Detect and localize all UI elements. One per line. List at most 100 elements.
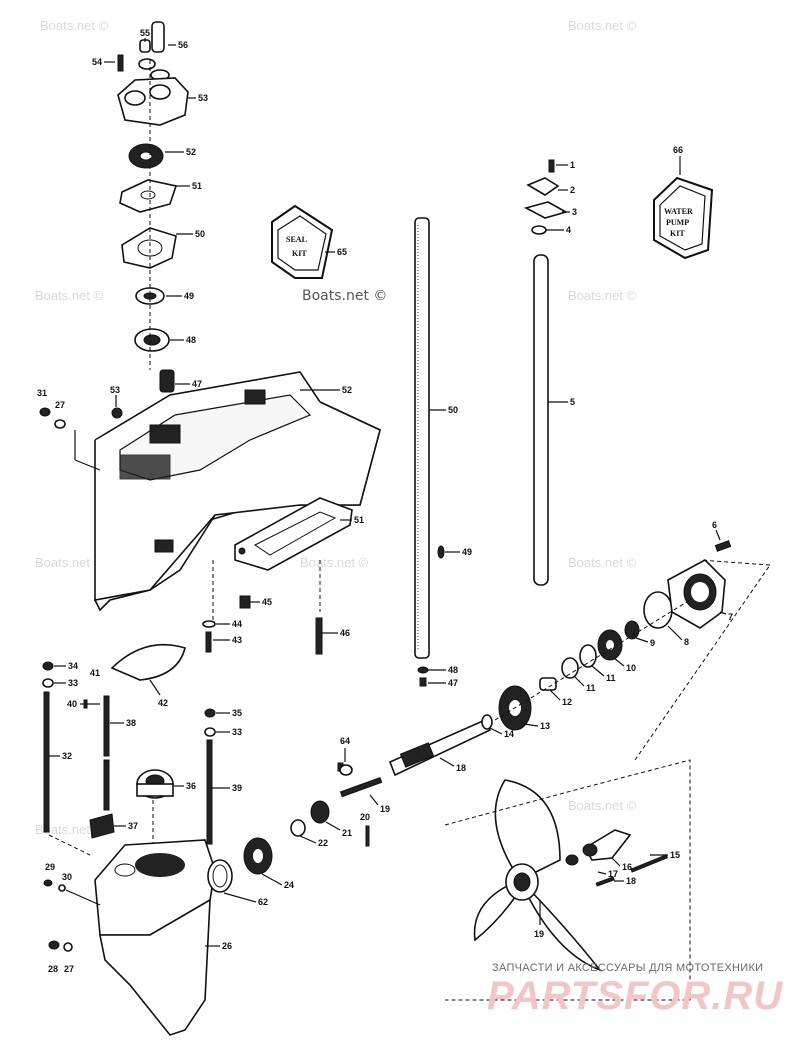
label: 52 <box>342 385 352 395</box>
label: 51 <box>192 181 202 191</box>
label: 18 <box>456 763 466 773</box>
pin-18 <box>595 876 615 887</box>
label: 30 <box>62 872 72 882</box>
label: 2 <box>570 185 575 195</box>
washer-24 <box>290 819 306 837</box>
o-ring-8 <box>643 591 673 629</box>
gear-set-lower <box>207 762 383 893</box>
label: 28 <box>48 964 58 974</box>
label: 12 <box>562 697 572 707</box>
label: 36 <box>186 781 196 791</box>
label: 49 <box>462 547 472 557</box>
shift-hardware <box>523 159 569 235</box>
label: 65 <box>337 247 347 257</box>
watermark: Boats.net © <box>568 18 637 33</box>
label: 4 <box>566 225 571 235</box>
label: 38 <box>126 718 136 728</box>
anode-plate-49 <box>234 497 353 571</box>
label: 48 <box>186 335 196 345</box>
stud-39 <box>206 739 213 845</box>
label: 13 <box>540 721 550 731</box>
label: 11 <box>606 673 616 683</box>
impeller-57 <box>128 143 164 169</box>
label: 20 <box>360 812 370 822</box>
water-pump-stack <box>117 21 189 393</box>
watermark: Boats.net © <box>40 18 109 33</box>
label: 62 <box>258 897 268 907</box>
label: 9 <box>650 638 655 648</box>
label: 27 <box>64 964 74 974</box>
label: 45 <box>262 597 272 607</box>
label: 40 <box>67 699 77 709</box>
clutch-23 <box>310 800 330 824</box>
gear-stack-right <box>494 540 771 761</box>
label: 24 <box>284 880 294 890</box>
label: 64 <box>340 736 350 746</box>
shift-rod-5 <box>533 254 549 586</box>
label: 14 <box>504 729 514 739</box>
label: 19 <box>534 929 544 939</box>
ring-11 <box>561 657 579 679</box>
label: 15 <box>670 850 680 860</box>
footer-subtitle: ЗАПЧАСТИ И АКСЕССУАРЫ ДЛЯ МОТОТЕХНИКИ <box>492 962 764 974</box>
screw-59 <box>117 54 124 72</box>
label: 41 <box>90 668 100 678</box>
watermark-dark: Boats.net © <box>302 288 387 304</box>
label: 43 <box>232 635 242 645</box>
label: 51 <box>354 515 364 525</box>
watermark: Boats.net © <box>35 822 104 837</box>
label: 19 <box>380 804 390 814</box>
seal-kit-text: KIT <box>292 249 307 258</box>
pin-47 <box>437 545 445 559</box>
pump-housing-58 <box>117 77 189 126</box>
label: 26 <box>222 941 232 951</box>
label: 46 <box>340 628 350 638</box>
callouts: 56 55 54 53 52 51 50 49 48 47 65 66 1 2 … <box>37 28 733 974</box>
gasket-40 <box>110 643 186 681</box>
label: 17 <box>608 869 618 879</box>
lower-studs <box>42 661 216 845</box>
label: 47 <box>192 379 202 389</box>
seal-kit-text: SEAL <box>286 235 307 244</box>
ring-11 <box>579 644 597 668</box>
label: 56 <box>178 40 188 50</box>
pump-kit-text: PUMP <box>666 218 689 227</box>
label: 50 <box>448 405 458 415</box>
pump-kit-text: KIT <box>670 229 685 238</box>
label: 16 <box>622 862 632 872</box>
water-pump-kit-box-66: WATER PUMP KIT <box>653 176 714 260</box>
label: 27 <box>55 400 65 410</box>
label: 10 <box>626 663 636 673</box>
seal <box>138 58 156 70</box>
label: 44 <box>232 619 242 629</box>
label: 37 <box>128 821 138 831</box>
tube-61 <box>151 21 165 53</box>
drive-shaft-48 <box>414 217 445 687</box>
label: 6 <box>712 520 717 530</box>
label: 5 <box>570 397 575 407</box>
propeller-19 <box>444 759 691 1001</box>
label: 3 <box>572 207 577 217</box>
label: 31 <box>37 388 47 398</box>
label: 48 <box>448 665 458 675</box>
label: 18 <box>626 876 636 886</box>
label: 34 <box>68 661 78 671</box>
label: 54 <box>92 57 102 67</box>
watermark: Boats.net © <box>35 555 104 570</box>
label: 21 <box>342 828 352 838</box>
gearcase-housing-50 <box>94 371 381 612</box>
label: 66 <box>673 145 683 155</box>
label: 55 <box>140 28 150 38</box>
label: 29 <box>45 862 55 872</box>
stud-35 <box>103 695 110 757</box>
label: 11 <box>586 683 596 693</box>
pump-kit-text: WATER <box>664 207 693 216</box>
label: 33 <box>68 678 78 688</box>
label: 1 <box>570 160 575 170</box>
sleeve-52 <box>159 369 175 393</box>
footer-brand-logo: PARTSFOR.RU <box>487 974 784 1018</box>
label: 7 <box>728 612 733 622</box>
label: 53 <box>198 93 208 103</box>
pin-21 <box>339 776 383 798</box>
seal-kit-box-65: SEAL KIT <box>271 204 334 279</box>
